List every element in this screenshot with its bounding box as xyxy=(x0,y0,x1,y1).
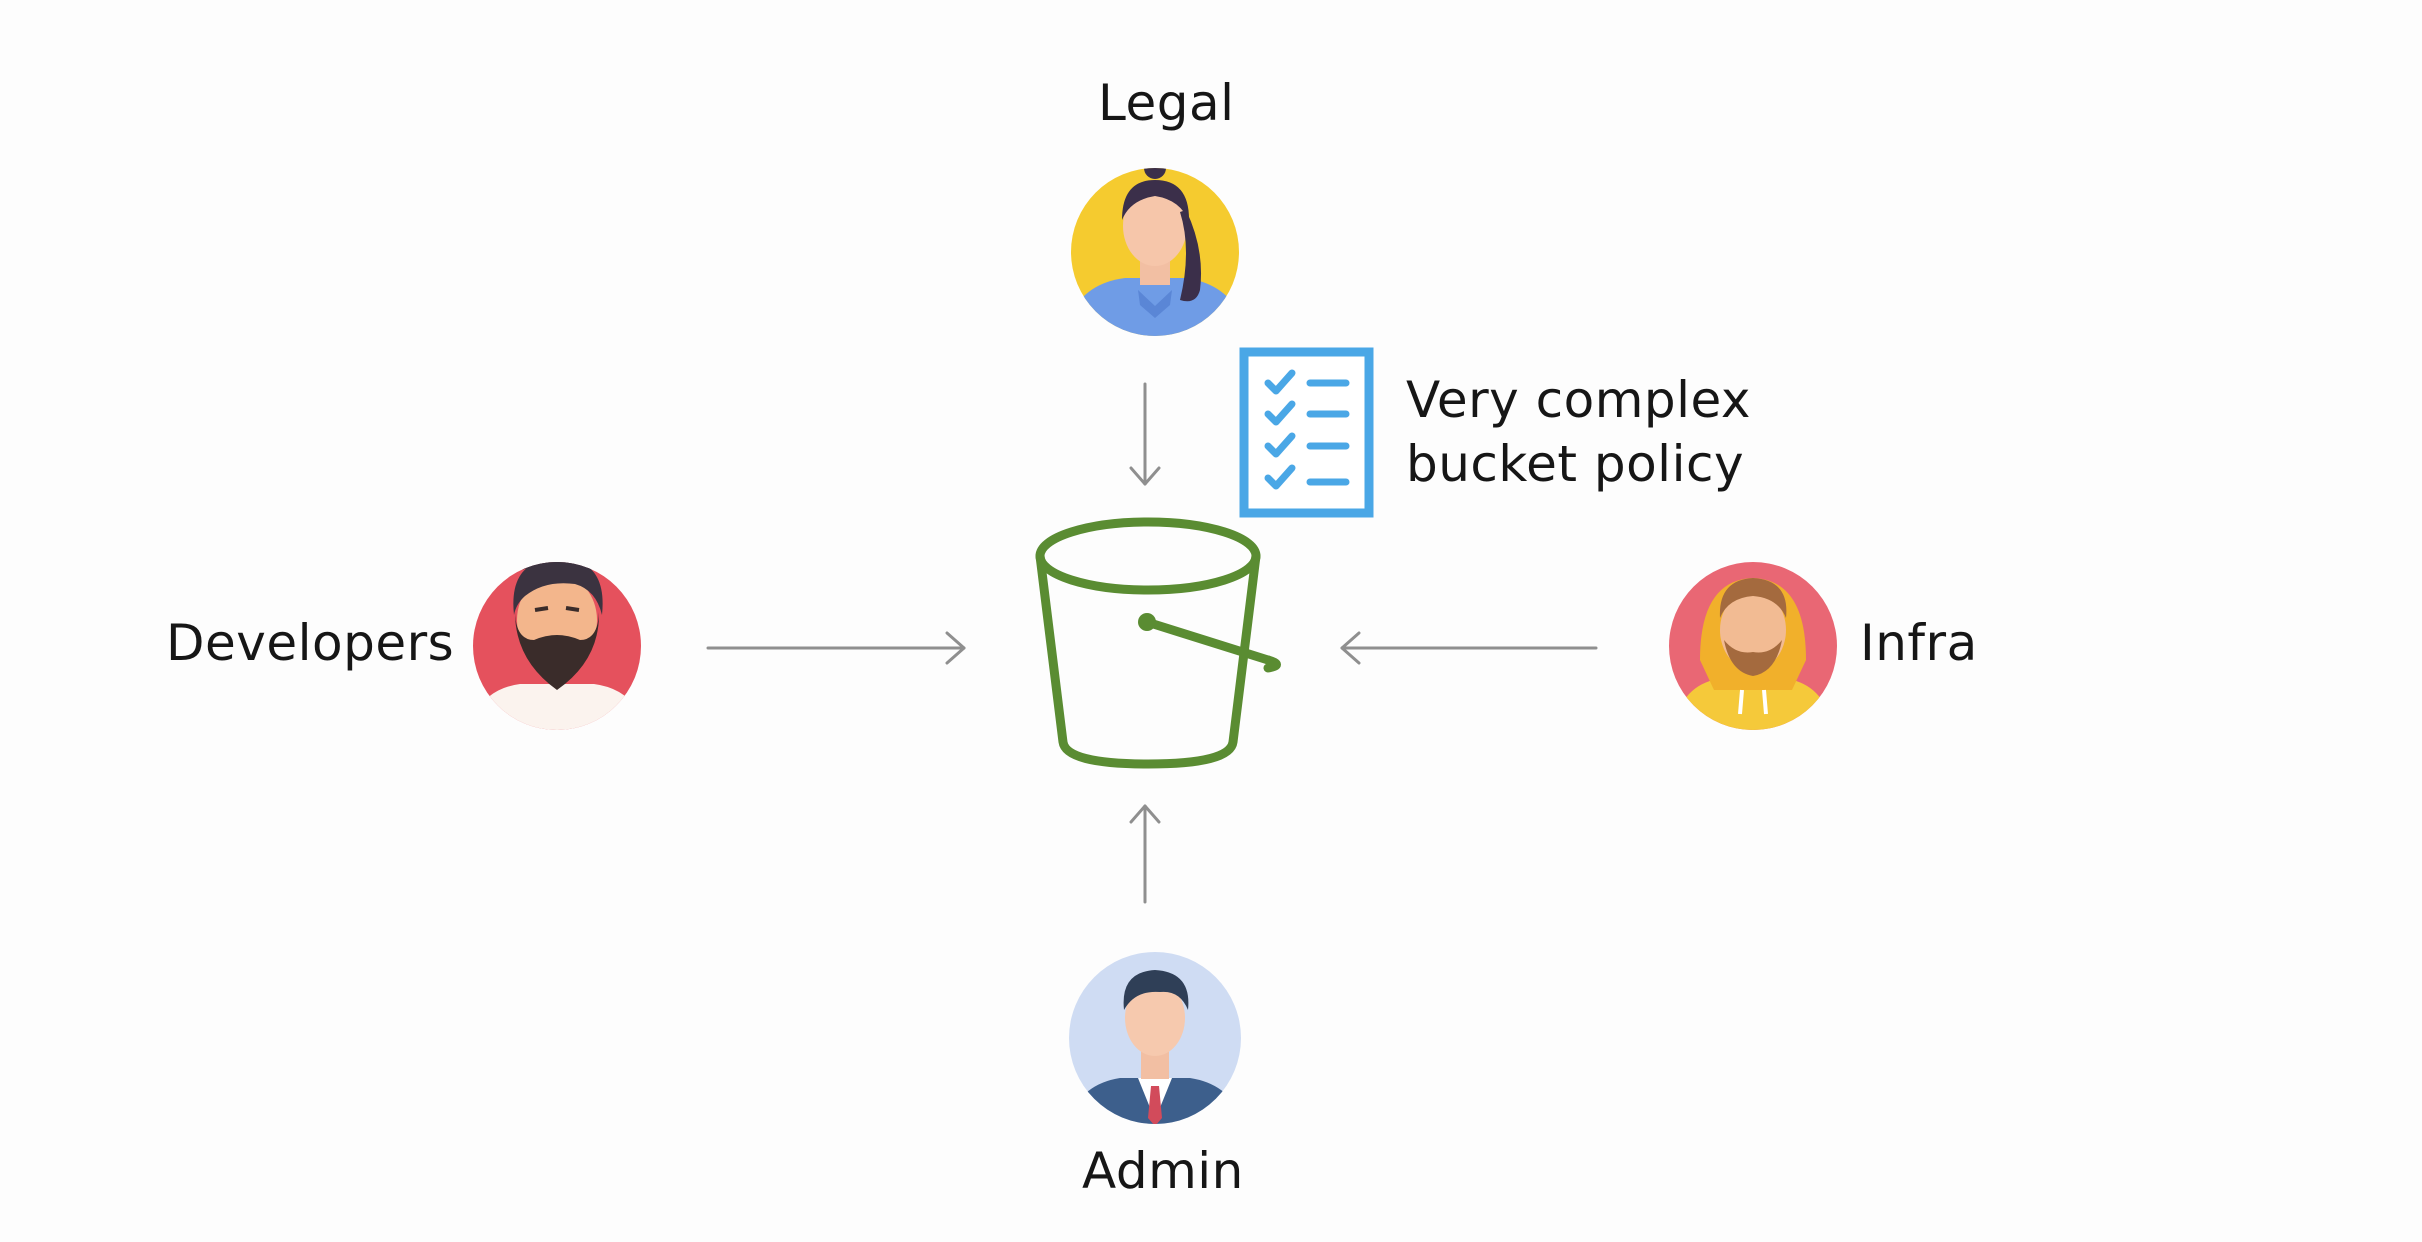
arrow-legal-to-bucket xyxy=(1129,382,1161,486)
policy-label: Very complex bucket policy xyxy=(1406,368,1751,496)
woman-avatar-icon xyxy=(1071,168,1239,336)
legal-label: Legal xyxy=(1098,74,1235,132)
arrow-admin-to-bucket xyxy=(1129,804,1161,904)
arrow-infra-to-bucket xyxy=(1340,631,1598,665)
policy-label-line-2: bucket policy xyxy=(1406,435,1745,493)
developers-label: Developers xyxy=(166,614,455,672)
s3-bucket-icon xyxy=(1035,517,1281,769)
man-hoodie-avatar-icon xyxy=(1669,562,1837,730)
infra-label: Infra xyxy=(1860,614,1978,672)
arrow-developers-to-bucket xyxy=(706,631,966,665)
admin-label: Admin xyxy=(1082,1142,1244,1200)
policy-label-line-1: Very complex xyxy=(1406,371,1752,429)
bearded-man-avatar-icon xyxy=(473,562,641,730)
businessman-avatar-icon xyxy=(1069,952,1241,1124)
checklist-icon xyxy=(1239,347,1374,518)
